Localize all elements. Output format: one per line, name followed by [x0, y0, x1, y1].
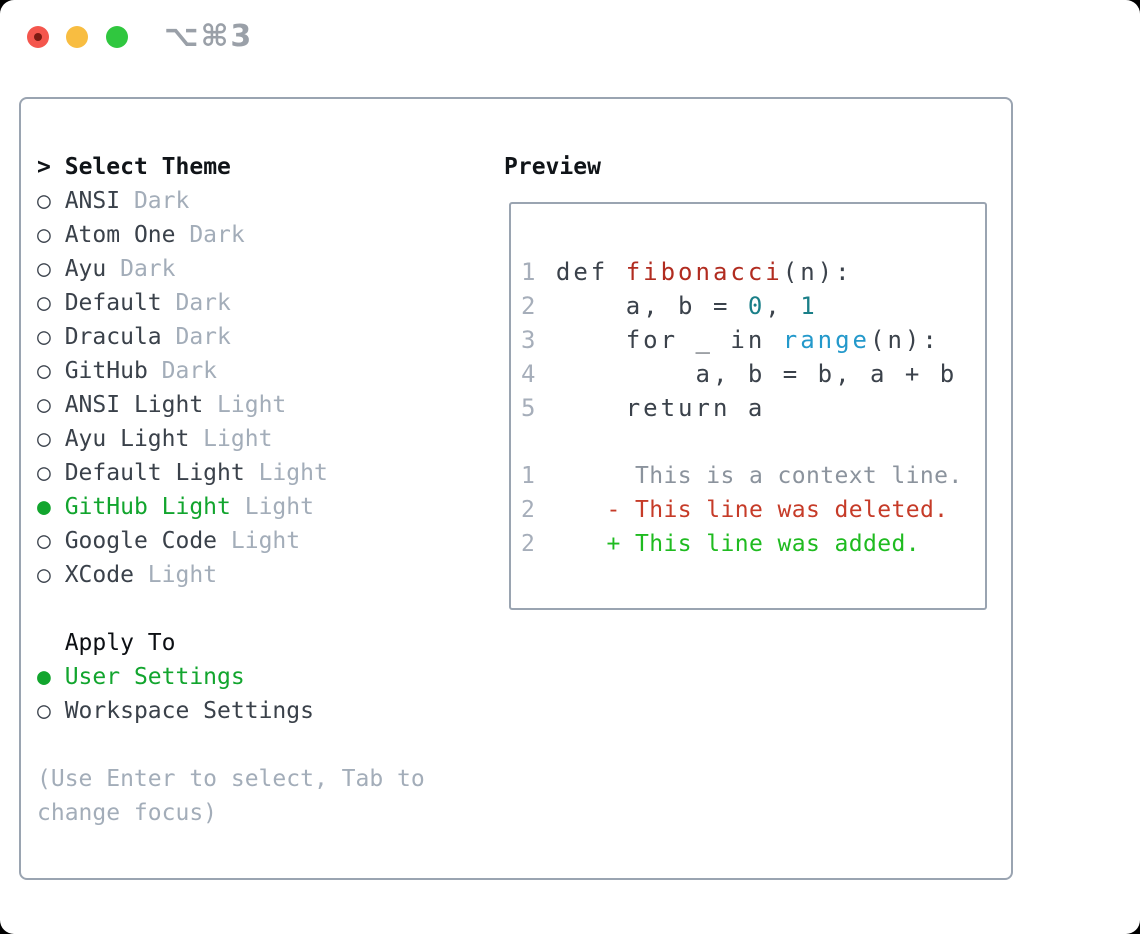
code-sample: 1 def fibonacci(n): 2 a, b = 0, 1 3 for _ …	[521, 255, 957, 425]
option-label: GitHub Light	[64, 494, 231, 520]
option-label: Atom One	[64, 222, 176, 248]
radio-unselected-icon: ○	[37, 188, 65, 214]
theme-option[interactable]: ○ Dracula Dark	[37, 320, 425, 354]
option-variant-label: Light	[217, 528, 301, 554]
option-variant-label: Dark	[161, 324, 231, 350]
apply-option[interactable]: ○ Workspace Settings	[37, 694, 425, 728]
theme-option[interactable]: ○ GitHub Dark	[37, 354, 425, 388]
option-label: ANSI	[64, 188, 121, 214]
option-variant-label: Dark	[120, 188, 190, 214]
theme-list: ○ ANSI Dark○ Atom One Dark○ Ayu Dark○ De…	[37, 184, 425, 592]
radio-unselected-icon: ○	[37, 528, 65, 554]
window-shortcut-label: ⌥⌘3	[164, 19, 254, 54]
help-line: change focus)	[37, 800, 218, 826]
option-label: Default Light	[64, 460, 245, 486]
option-variant-label: Dark	[161, 290, 231, 316]
code-line: 2 a, b = 0, 1	[521, 292, 818, 320]
theme-option[interactable]: ● GitHub Light Light	[37, 490, 425, 524]
radio-unselected-icon: ○	[37, 460, 65, 486]
theme-option[interactable]: ○ ANSI Light Light	[37, 388, 425, 422]
close-button[interactable]	[27, 26, 49, 48]
radio-unselected-icon: ○	[37, 290, 65, 316]
option-label: Google Code	[64, 528, 218, 554]
theme-option[interactable]: ○ Atom One Dark	[37, 218, 425, 252]
option-label: Default	[64, 290, 162, 316]
option-variant-label: Light	[189, 426, 273, 452]
code-line: 4 a, b = b, a + b	[521, 360, 958, 388]
spacer	[37, 728, 425, 762]
radio-unselected-icon: ○	[37, 222, 65, 248]
theme-option[interactable]: ○ Ayu Dark	[37, 252, 425, 286]
preview-box: 1 def fibonacci(n): 2 a, b = 0, 1 3 for _ …	[509, 202, 987, 610]
diff-sample: 1 This is a context line. 2 - This line w…	[521, 459, 963, 561]
theme-option[interactable]: ○ Ayu Light Light	[37, 422, 425, 456]
diff-line: 2 - This line was deleted.	[521, 497, 949, 523]
option-variant-label: Light	[244, 460, 328, 486]
code-line: 1 def fibonacci(n):	[521, 258, 853, 286]
option-label: Ayu	[64, 256, 107, 282]
radio-unselected-icon: ○	[37, 256, 65, 282]
radio-unselected-icon: ○	[37, 358, 65, 384]
radio-selected-icon: ●	[37, 494, 65, 520]
option-variant-label: Dark	[175, 222, 245, 248]
theme-option[interactable]: ○ XCode Light	[37, 558, 425, 592]
spacer	[37, 592, 425, 626]
theme-menu-header: > Select Theme	[37, 150, 425, 184]
option-label: ANSI Light	[64, 392, 204, 418]
code-line: 3 for _ in range(n):	[521, 326, 940, 354]
theme-option[interactable]: ○ Default Light Light	[37, 456, 425, 490]
zoom-button[interactable]	[106, 26, 128, 48]
option-label: Dracula	[64, 324, 162, 350]
preview-title: Preview	[504, 154, 601, 180]
option-label: GitHub	[64, 358, 148, 384]
theme-option[interactable]: ○ Google Code Light	[37, 524, 425, 558]
menu-title: Select Theme	[64, 154, 231, 180]
option-label: Ayu Light	[64, 426, 190, 452]
theme-menu: > Select Theme ○ ANSI Dark○ Atom One Dar…	[37, 150, 425, 830]
option-variant-label: Light	[203, 392, 287, 418]
radio-unselected-icon: ○	[37, 392, 65, 418]
help-text: (Use Enter to select, Tab to change focu…	[37, 762, 425, 830]
theme-option[interactable]: ○ Default Dark	[37, 286, 425, 320]
radio-unselected-icon: ○	[37, 324, 65, 350]
option-variant-label: Dark	[106, 256, 176, 282]
radio-unselected-icon: ○	[37, 562, 65, 588]
selection-cursor-icon: >	[37, 154, 51, 180]
option-variant-label: Dark	[147, 358, 218, 384]
option-variant-label: Light	[230, 494, 314, 520]
apply-to-title: Apply To	[37, 630, 176, 656]
help-line: (Use Enter to select, Tab to	[37, 766, 425, 792]
diff-line: 1 This is a context line.	[521, 463, 963, 489]
code-line: 5 return a	[521, 394, 766, 422]
option-label: XCode	[64, 562, 134, 588]
minimize-button[interactable]	[66, 26, 88, 48]
diff-line: 2 + This line was added.	[521, 531, 920, 557]
radio-unselected-icon: ○	[37, 426, 65, 452]
theme-option[interactable]: ○ ANSI Dark	[37, 184, 425, 218]
radio-selected-icon: ●	[37, 664, 65, 690]
apply-to-list: ● User Settings○ Workspace Settings	[37, 660, 425, 728]
apply-option[interactable]: ● User Settings	[37, 660, 425, 694]
close-button-dot	[34, 33, 42, 41]
option-label: Workspace Settings	[64, 698, 314, 724]
radio-unselected-icon: ○	[37, 698, 65, 724]
option-label: User Settings	[64, 664, 245, 690]
option-variant-label: Light	[133, 562, 218, 588]
theme-picker-panel: > Select Theme ○ ANSI Dark○ Atom One Dar…	[19, 97, 1013, 880]
